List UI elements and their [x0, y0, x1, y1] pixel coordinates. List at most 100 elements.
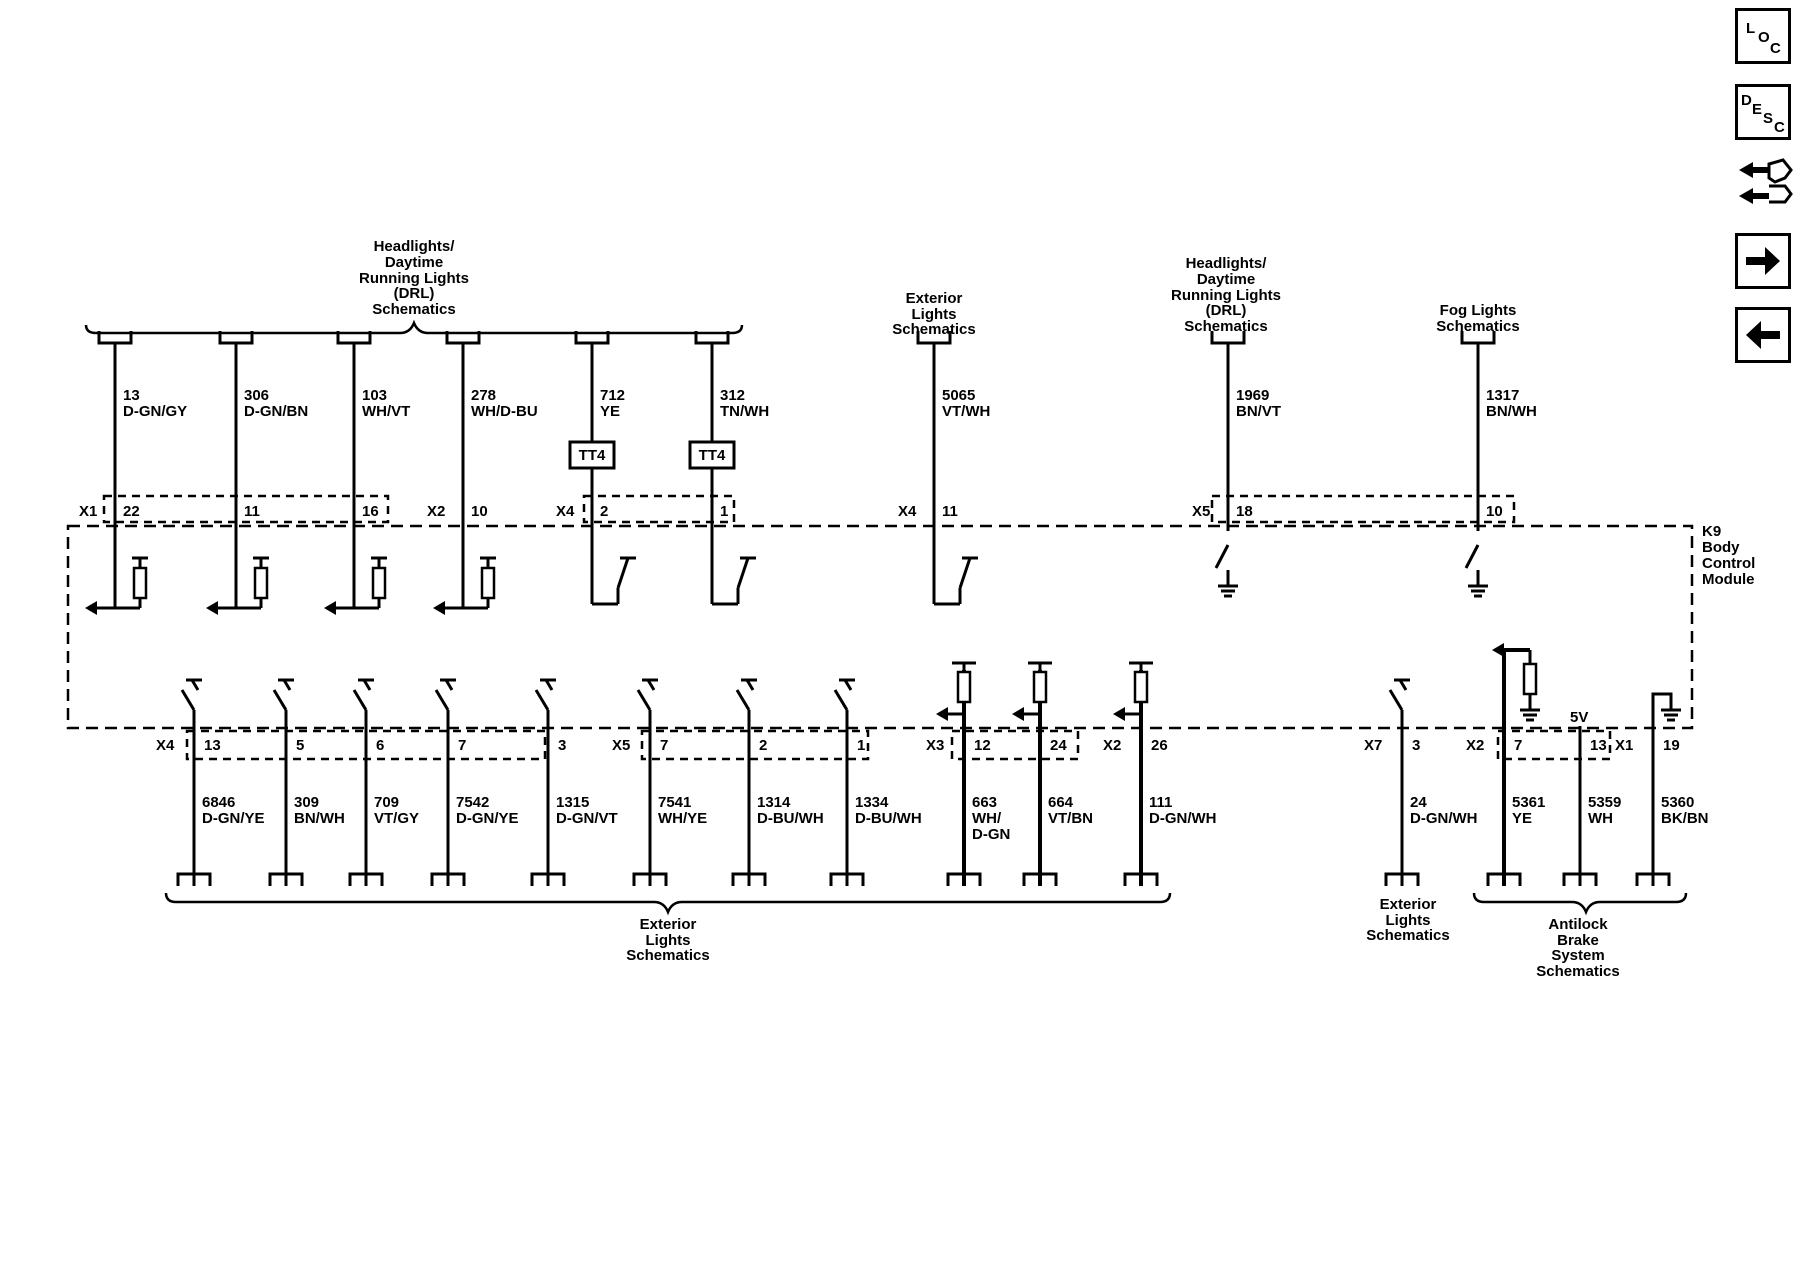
switch-blade	[544, 679, 554, 691]
desc-letter-1: D	[1741, 92, 1752, 109]
switch-blade	[1398, 679, 1408, 691]
wire-color: BK/BN	[1661, 810, 1709, 827]
wire-color: D-GN/WH	[1410, 810, 1478, 827]
connector-box-x1-top	[102, 494, 390, 524]
connector-box-x5-bottom	[640, 729, 870, 761]
wire-color: VT/GY	[374, 810, 419, 827]
circuit-number: 1314	[757, 794, 791, 811]
description-button[interactable]: D E S C	[1735, 84, 1791, 140]
wire-color: YE	[600, 403, 620, 420]
ref-text: Schematics	[372, 301, 455, 318]
desc-letter-3: S	[1763, 110, 1773, 127]
switch-blade	[1464, 544, 1480, 569]
wire-color: VT/WH	[942, 403, 990, 420]
ref-text: Schematics	[1536, 963, 1619, 980]
circuit-number: 306	[244, 387, 269, 404]
wire-color: D-GN	[972, 826, 1010, 843]
module-label-line: Body	[1702, 539, 1740, 556]
resistor	[371, 566, 387, 600]
resistor	[956, 670, 972, 704]
wire-color: TN/WH	[720, 403, 769, 420]
desc-letter-2: E	[1752, 101, 1762, 118]
connector-pin-symbol	[1022, 872, 1058, 886]
circuit-number: 24	[1410, 794, 1427, 811]
next-page-button[interactable]	[1735, 233, 1791, 289]
pin-number: 12	[974, 737, 991, 754]
switch-blade	[534, 689, 550, 711]
ref-text: Daytime	[1197, 271, 1255, 288]
switch-blade	[736, 557, 750, 589]
wire-color: D-BU/WH	[757, 810, 824, 827]
connector-id: X5	[612, 737, 630, 754]
circuit-number: 103	[362, 387, 387, 404]
inline-harness-box	[688, 440, 736, 470]
connector-pin-symbol	[176, 872, 212, 886]
location-button[interactable]: L O C	[1735, 8, 1791, 64]
ref-text: (DRL)	[394, 285, 435, 302]
brace-headlights-top	[84, 319, 744, 335]
previous-page-button[interactable]	[1735, 307, 1791, 363]
connector-box-x2-bottom	[1496, 729, 1612, 761]
inline-harness-box	[568, 440, 616, 470]
output-arrow-head	[433, 601, 445, 615]
connector-pin-symbol	[632, 872, 668, 886]
module-label-line: Control	[1702, 555, 1755, 572]
ref-text: Schematics	[892, 321, 975, 338]
connector-view-button[interactable]	[1735, 156, 1793, 212]
circuit-number: 1334	[855, 794, 889, 811]
description-icon: D E S C	[1741, 92, 1785, 136]
pin-number: 22	[123, 503, 140, 520]
module-label-line: K9	[1702, 523, 1721, 540]
connector-id: X3	[926, 737, 944, 754]
resistor	[1133, 670, 1149, 704]
ref-text: (DRL)	[1206, 302, 1247, 319]
output-arrow-head	[324, 601, 336, 615]
output-arrow-head	[85, 601, 97, 615]
connector-id: X4	[156, 737, 175, 754]
wire-color: WH/D-BU	[471, 403, 538, 420]
brace-exterior-bottom	[164, 892, 1172, 916]
circuit-number: 309	[294, 794, 319, 811]
circuit-number: 709	[374, 794, 399, 811]
switch-blade	[843, 679, 853, 691]
connector-pin-symbol	[731, 872, 767, 886]
ref-text: Brake	[1557, 932, 1599, 949]
circuit-number: 712	[600, 387, 625, 404]
pin-number: 7	[1514, 737, 1522, 754]
switch-blade	[833, 689, 849, 711]
circuit-number: 5361	[1512, 794, 1545, 811]
ground-lead	[1651, 692, 1673, 728]
arrow-right-icon	[1746, 247, 1780, 275]
connector-id: X5	[1192, 503, 1210, 520]
ref-text: Lights	[646, 932, 691, 949]
connector-box-x3-bottom	[950, 729, 1080, 761]
wire-color: D-GN/VT	[556, 810, 618, 827]
ref-text: System	[1551, 947, 1604, 964]
wire-color: WH/VT	[362, 403, 410, 420]
switch-blade	[1388, 689, 1404, 711]
module-label-line: Module	[1702, 571, 1755, 588]
output-arrow-head	[1113, 707, 1125, 721]
output-arrow-head	[1492, 643, 1504, 657]
pin-number: 2	[759, 737, 767, 754]
switch-blade	[190, 679, 200, 691]
wire-color: D-GN/WH	[1149, 810, 1217, 827]
pin-number: 13	[204, 737, 221, 754]
wire-color: YE	[1512, 810, 1532, 827]
connector-id: X7	[1364, 737, 1382, 754]
resistor	[1032, 670, 1048, 704]
circuit-number: 312	[720, 387, 745, 404]
ref-text: Exterior	[1380, 896, 1437, 913]
circuit-number: 5065	[942, 387, 975, 404]
wire-color: D-GN/BN	[244, 403, 308, 420]
switch-blade	[362, 679, 372, 691]
connector-pin-symbol	[348, 872, 384, 886]
connector-id: X4	[898, 503, 917, 520]
circuit-number: 5360	[1661, 794, 1694, 811]
pin-number: 26	[1151, 737, 1168, 754]
loc-letter-2: O	[1758, 29, 1770, 46]
connector-pin-symbol	[430, 872, 466, 886]
pin-number: 2	[600, 503, 608, 520]
ref-text: Headlights/	[1186, 255, 1268, 272]
